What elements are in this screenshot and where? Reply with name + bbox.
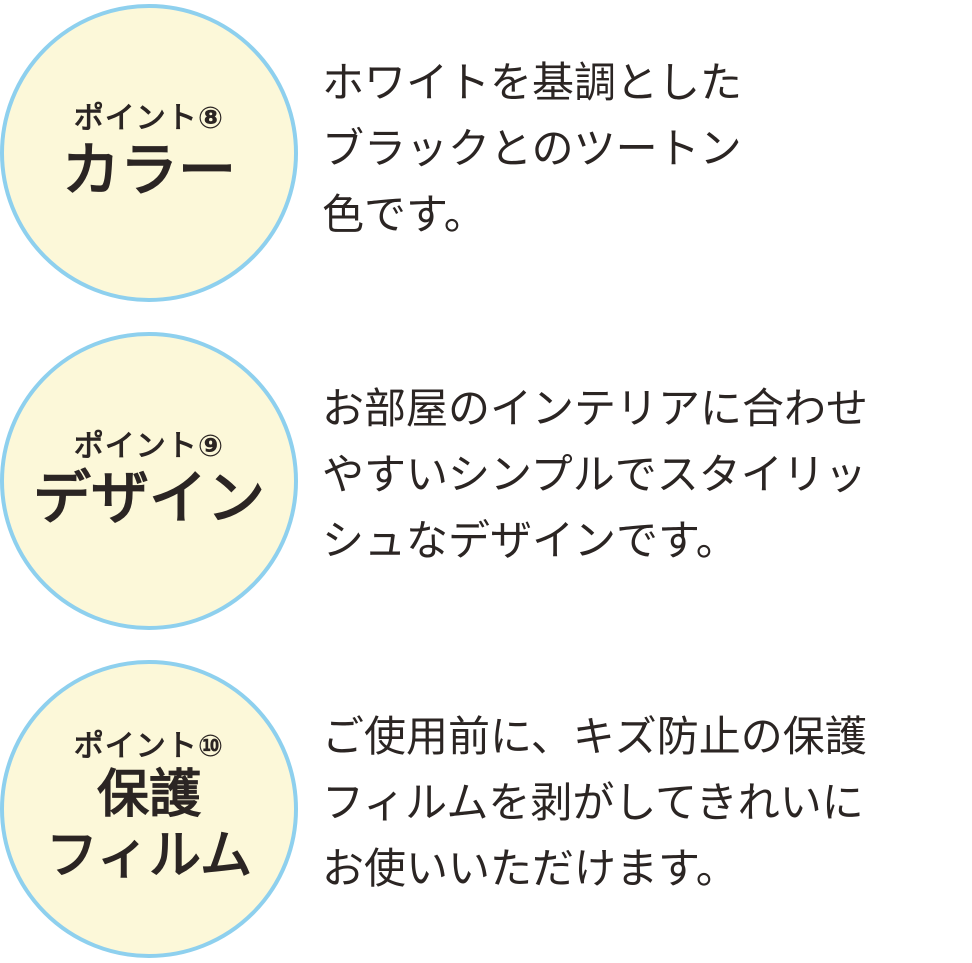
description-line: フィルムを剥がしてきれいに bbox=[322, 778, 864, 827]
point-badge-circle: ポイント⑨ デザイン bbox=[0, 332, 298, 630]
point-title-line-1: 保護 bbox=[96, 764, 201, 825]
point-label: ポイント⑩ bbox=[73, 729, 225, 765]
point-label: ポイント⑧ bbox=[73, 101, 225, 137]
point-title-line-2: フィルム bbox=[46, 826, 252, 887]
description-line: シュなデザインです。 bbox=[322, 516, 738, 565]
point-badge-circle: ポイント⑧ カラー bbox=[0, 4, 298, 302]
point-description: ご使用前に、キズ防止の保護 フィルムを剥がしてきれいに お使いいただけます。 bbox=[322, 704, 967, 902]
description-line: 色です。 bbox=[322, 190, 486, 239]
point-description: ホワイトを基調とした ブラックとのツートン 色です。 bbox=[322, 50, 967, 248]
description-line: お部屋のインテリアに合わせ bbox=[322, 384, 869, 433]
description-line: やすいシンプルでスタイリッ bbox=[322, 450, 867, 499]
description-line: お使いいただけます。 bbox=[322, 844, 738, 893]
point-description: お部屋のインテリアに合わせ やすいシンプルでスタイリッ シュなデザインです。 bbox=[322, 376, 967, 574]
description-line: ブラックとのツートン bbox=[322, 124, 742, 173]
description-line: ご使用前に、キズ防止の保護 bbox=[322, 712, 867, 761]
description-line: ホワイトを基調とした bbox=[322, 58, 743, 107]
point-title: デザイン bbox=[32, 463, 265, 532]
point-badge-circle: ポイント⑩ 保護 フィルム bbox=[0, 660, 298, 958]
point-label: ポイント⑨ bbox=[73, 429, 225, 465]
point-title: カラー bbox=[61, 135, 236, 204]
